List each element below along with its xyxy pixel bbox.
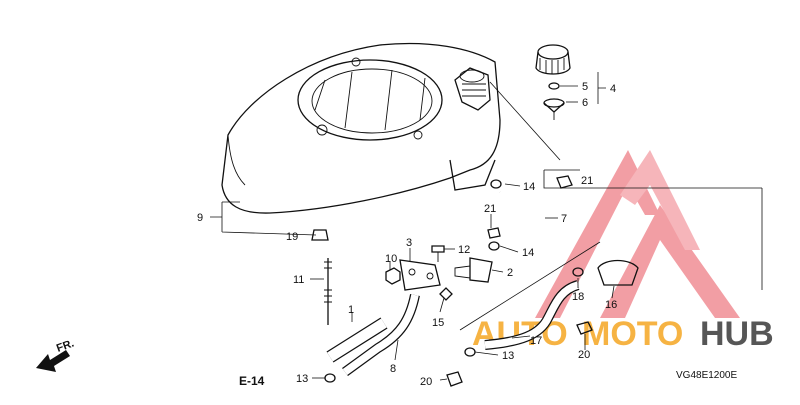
label-part-14b: 14 xyxy=(522,247,534,259)
label-part-5: 5 xyxy=(582,81,588,93)
label-part-12: 12 xyxy=(458,244,470,256)
label-part-21a: 21 xyxy=(581,175,593,187)
direction-label: FR. xyxy=(55,337,76,354)
label-part-13b: 13 xyxy=(502,350,514,362)
label-part-1: 1 xyxy=(348,304,354,316)
label-part-11: 11 xyxy=(293,274,304,286)
watermark-text: AUTO MOTO HUB xyxy=(472,315,774,353)
label-part-16: 16 xyxy=(605,299,617,311)
front-direction-arrow: FR. xyxy=(36,337,76,372)
label-part-10: 10 xyxy=(385,253,397,265)
label-part-4: 4 xyxy=(610,83,616,95)
label-part-21b: 21 xyxy=(484,203,496,215)
watermark-logo xyxy=(535,150,740,318)
fasteners xyxy=(311,175,639,387)
label-part-14a: 14 xyxy=(523,181,535,193)
fuel-tank xyxy=(221,42,501,214)
label-part-20a: 20 xyxy=(578,349,590,361)
hoses xyxy=(326,188,580,377)
label-part-19: 19 xyxy=(286,231,298,243)
label-part-17: 17 xyxy=(530,335,542,347)
label-part-13a: 13 xyxy=(296,373,308,385)
leader-lines xyxy=(210,72,763,381)
watermark-text-moto: MOTO xyxy=(582,315,683,353)
fuel-valve xyxy=(399,257,493,291)
label-part-7: 7 xyxy=(561,213,567,225)
label-part-6: 6 xyxy=(582,97,588,109)
label-part-18: 18 xyxy=(572,291,584,303)
label-part-20b: 20 xyxy=(420,376,432,388)
fuel-cap xyxy=(535,44,571,120)
stud-bolt-11 xyxy=(324,258,332,325)
label-part-8: 8 xyxy=(390,363,396,375)
label-part-15: 15 xyxy=(432,317,444,329)
label-part-2: 2 xyxy=(507,267,513,279)
ref-label-e14: E-14 xyxy=(239,374,265,388)
diagram-code: VG48E1200E xyxy=(676,370,737,381)
label-part-9: 9 xyxy=(197,212,203,224)
label-part-3: 3 xyxy=(406,237,412,249)
watermark-text-hub: HUB xyxy=(700,315,774,353)
part-number-labels: 1 2 3 4 5 6 7 8 9 10 11 12 13 13 14 14 1… xyxy=(197,81,617,388)
